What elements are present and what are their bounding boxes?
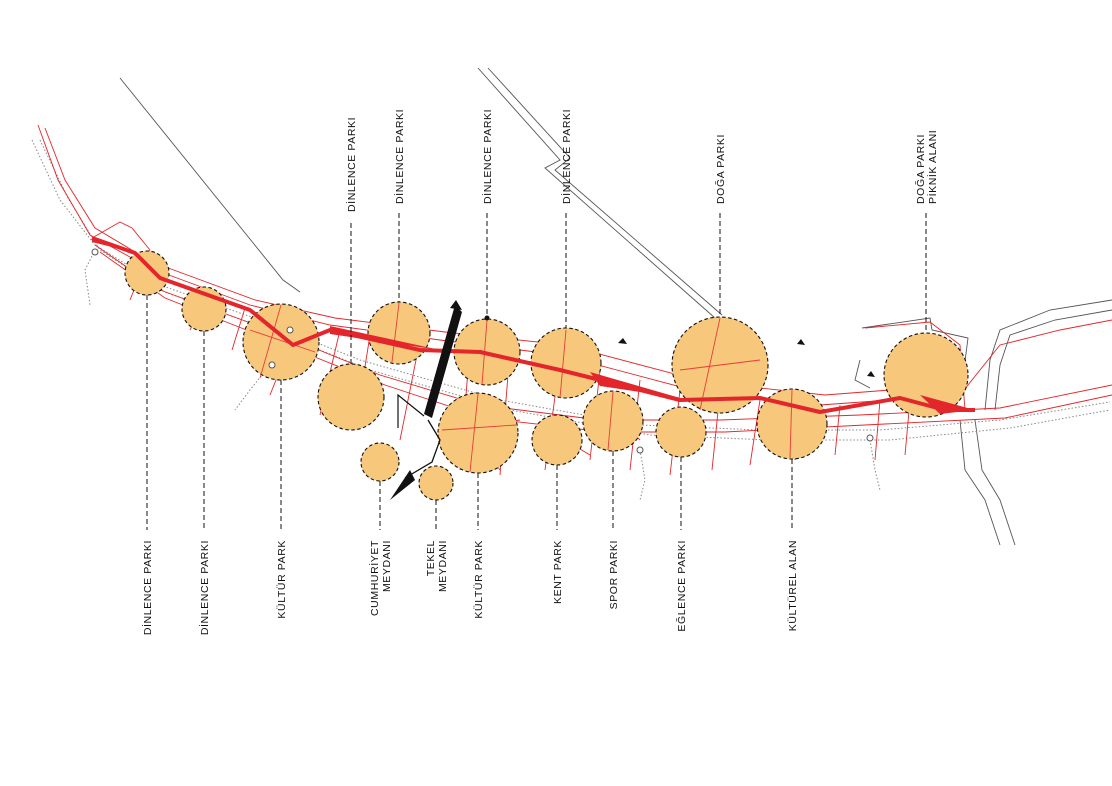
label-kultur-park-2: KÜLTÜR PARK	[473, 540, 485, 619]
label-cumhuriyet-meydani: MEYDANI	[381, 540, 393, 592]
context-lines	[119, 67, 1112, 546]
zone-kultur-1	[242, 303, 320, 381]
label-cumhuriyet: CUMHURİYET	[368, 540, 381, 616]
top-labels: DİNLENCE PARKI DİNLENCE PARKI DİNLENCE P…	[345, 109, 939, 212]
street-overlay	[249, 302, 793, 473]
label-dinlence-top-2: DİNLENCE PARKI	[393, 109, 406, 204]
label-kulturel-alan: KÜLTÜREL ALAN	[787, 540, 799, 631]
label-spor-parki: SPOR PARKI	[608, 540, 620, 609]
label-dinlence-bottom-1: DİNLENCE PARKI	[141, 540, 154, 635]
zone-cumhuriyet	[360, 442, 400, 482]
zone-dinlence-4	[367, 301, 431, 365]
label-tekel: TEKEL	[425, 540, 437, 576]
label-dinlence-top-3: DİNLENCE PARKI	[481, 109, 494, 204]
zone-spor	[582, 390, 644, 452]
zone-eglence	[655, 406, 707, 458]
pedestrian-axis	[390, 300, 875, 500]
label-doga-parki: DOĞA PARKI	[714, 134, 727, 204]
label-doga-parki-2: DOĞA PARKI	[914, 134, 927, 204]
nodes	[91, 248, 874, 454]
label-kent-park: KENT PARK	[552, 540, 564, 604]
top-leaders	[350, 213, 927, 364]
zone-dinlence-3	[317, 363, 385, 431]
zone-tekel	[418, 465, 454, 501]
zone-dinlence-6	[530, 327, 602, 399]
label-tekel-meydani: MEYDANI	[437, 540, 449, 592]
label-piknik-alani: PİKNİK ALANI	[926, 130, 939, 204]
label-eglence-parki: EĞLENCE PARKI	[675, 540, 688, 632]
zone-piknik	[883, 332, 969, 418]
label-kultur-park-1: KÜLTÜR PARK	[276, 540, 288, 619]
main-route	[91, 236, 975, 414]
park-zones	[124, 250, 969, 501]
bottom-labels: DİNLENCE PARKI DİNLENCE PARKI KÜLTÜR PAR…	[141, 540, 799, 635]
label-dinlence-bottom-2: DİNLENCE PARKI	[198, 540, 211, 635]
label-dinlence-top-4: DİNLENCE PARKI	[560, 109, 573, 204]
zone-kultur-2	[437, 392, 519, 474]
bottom-leaders	[146, 295, 793, 530]
zone-dinlence-1	[124, 250, 170, 296]
label-dinlence-top-1: DİNLENCE PARKI	[345, 117, 358, 212]
zone-kent	[531, 414, 583, 466]
